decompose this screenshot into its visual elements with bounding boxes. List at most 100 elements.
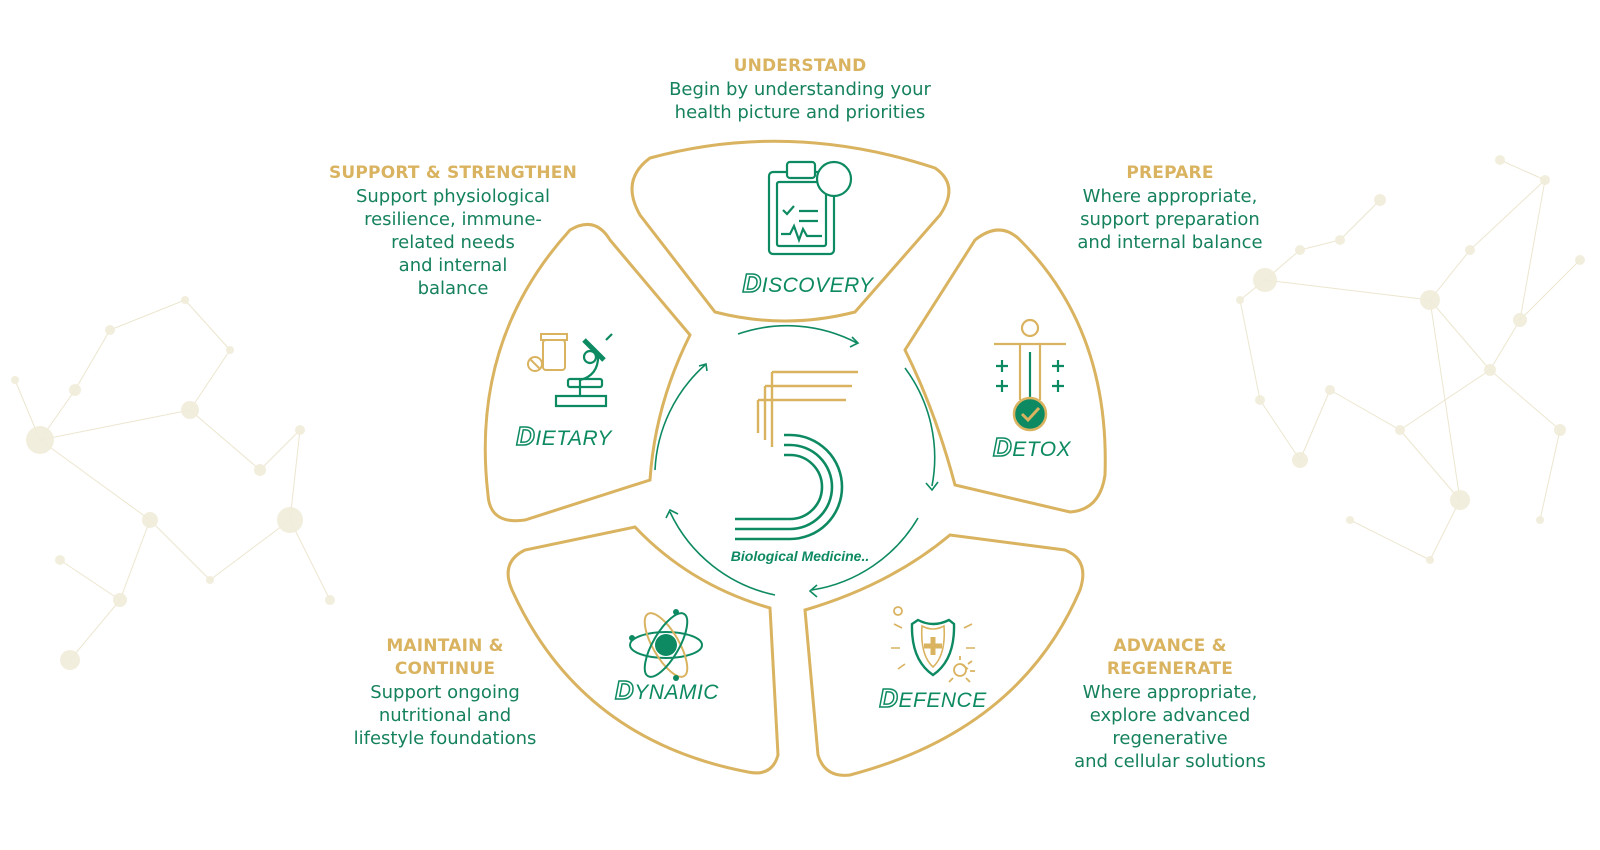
- label-defence: DEFENCE: [879, 683, 987, 713]
- network-node: [254, 464, 266, 476]
- network-node: [1236, 296, 1244, 304]
- network-node: [1540, 175, 1550, 185]
- network-edge: [59, 559, 121, 601]
- caption-text-maintain-continue: Support ongoing nutritional and lifestyl…: [353, 682, 537, 749]
- network-node: [277, 507, 303, 533]
- caption-prepare: PREPARE Where appropriate, support prepa…: [1040, 162, 1300, 254]
- network-edge: [1399, 369, 1491, 431]
- network-edge: [1489, 369, 1561, 431]
- network-node: [226, 346, 234, 354]
- network-edge: [1329, 389, 1401, 431]
- label-dynamic: DYNAMIC: [615, 675, 719, 705]
- network-edge: [289, 429, 301, 521]
- center-tagline: Biological Medicine..: [731, 548, 869, 564]
- clipboard-chart-icon: [767, 160, 853, 256]
- petal-dietary[interactable]: [483, 222, 692, 523]
- shield-icon: [891, 618, 975, 677]
- network-edge: [1469, 179, 1546, 251]
- atom-icon: [629, 609, 703, 681]
- network-node: [1292, 452, 1308, 468]
- petal-dynamic[interactable]: [506, 525, 780, 775]
- network-node: [1335, 235, 1345, 245]
- network-node: [325, 595, 335, 605]
- body-thermometer-icon: [994, 318, 1066, 402]
- five-logo: [735, 370, 858, 541]
- caption-title-advance-regenerate: ADVANCE & REGENERATE: [1106, 636, 1234, 679]
- label-rest-dietary: IETARY: [535, 427, 613, 450]
- network-edge: [119, 519, 151, 601]
- network-node: [1554, 424, 1566, 436]
- initial-dietary: D: [516, 421, 535, 451]
- network-node: [1420, 290, 1440, 310]
- network-edge: [189, 349, 231, 411]
- network-edge: [259, 429, 301, 471]
- five-logo-curves: [735, 433, 844, 541]
- germ-icon: [893, 606, 975, 683]
- caption-text-understand: Begin by understanding your health pictu…: [669, 79, 931, 123]
- network-node: [1255, 395, 1265, 405]
- network-node: [69, 384, 81, 396]
- five-logo-top-lines: [756, 370, 858, 447]
- network-node: [1465, 245, 1475, 255]
- label-rest-defence: EFENCE: [899, 689, 988, 712]
- network-node: [181, 401, 199, 419]
- network-node: [1513, 313, 1527, 327]
- network-node: [1374, 194, 1386, 206]
- arrowhead: [808, 584, 818, 598]
- caption-title-support-strengthen: SUPPORT & STRENGTHEN: [328, 163, 578, 183]
- network-node: [113, 593, 127, 607]
- initial-discovery: D: [742, 268, 761, 298]
- network-edge: [184, 299, 231, 351]
- check-badge-icon: [1012, 396, 1048, 432]
- network-edge: [1429, 299, 1491, 371]
- cycle-arrowheads: [665, 336, 939, 598]
- network-edge: [74, 329, 111, 391]
- caption-title-understand: UNDERSTAND: [733, 56, 867, 76]
- label-discovery: DISCOVERY: [742, 268, 875, 298]
- arrowhead: [665, 508, 679, 519]
- network-node: [1575, 255, 1585, 265]
- caption-advance-regenerate: ADVANCE & REGENERATE Where appropriate, …: [1040, 635, 1300, 773]
- caption-maintain-continue: MAINTAIN & CONTINUE Support ongoing nutr…: [325, 635, 565, 750]
- network-edge: [1429, 499, 1461, 561]
- network-node: [60, 650, 80, 670]
- cycle-arrows: [654, 324, 936, 596]
- arrowhead: [925, 481, 939, 492]
- network-node: [142, 512, 158, 528]
- network-edge: [39, 409, 191, 441]
- caption-title-maintain-continue: MAINTAIN & CONTINUE: [386, 636, 504, 679]
- network-node: [26, 426, 54, 454]
- network-edge: [1399, 429, 1461, 501]
- network-node: [11, 376, 19, 384]
- pill-bottle-icon: [527, 333, 568, 372]
- label-dietary: DIETARY: [516, 421, 613, 451]
- network-edge: [1264, 279, 1431, 301]
- label-rest-detox: ETOX: [1012, 438, 1071, 461]
- petal-detox[interactable]: [903, 228, 1107, 514]
- network-node: [1395, 425, 1405, 435]
- network-edge: [1519, 179, 1546, 321]
- network-node: [1253, 268, 1277, 292]
- label-rest-dynamic: YNAMIC: [634, 681, 719, 704]
- network-edge: [1259, 399, 1301, 461]
- network-edge: [209, 519, 291, 581]
- network-edge: [149, 519, 211, 581]
- network-node: [1426, 556, 1434, 564]
- petal-segments: [483, 139, 1107, 777]
- caption-text-prepare: Where appropriate, support preparation a…: [1077, 186, 1263, 253]
- network-node: [1295, 245, 1305, 255]
- network-node: [206, 576, 214, 584]
- caption-support-strengthen: SUPPORT & STRENGTHEN Support physiologic…: [318, 162, 588, 300]
- initial-dynamic: D: [615, 675, 634, 705]
- network-node: [55, 555, 65, 565]
- network-edge: [1519, 259, 1581, 321]
- network-edge: [1489, 319, 1521, 371]
- network-edge: [1349, 519, 1431, 561]
- network-edge: [109, 299, 186, 331]
- network-node: [1536, 516, 1544, 524]
- caption-text-advance-regenerate: Where appropriate, explore advanced rege…: [1074, 682, 1266, 772]
- petal-defence[interactable]: [803, 533, 1085, 777]
- caption-understand: UNDERSTAND Begin by understanding your h…: [620, 55, 980, 124]
